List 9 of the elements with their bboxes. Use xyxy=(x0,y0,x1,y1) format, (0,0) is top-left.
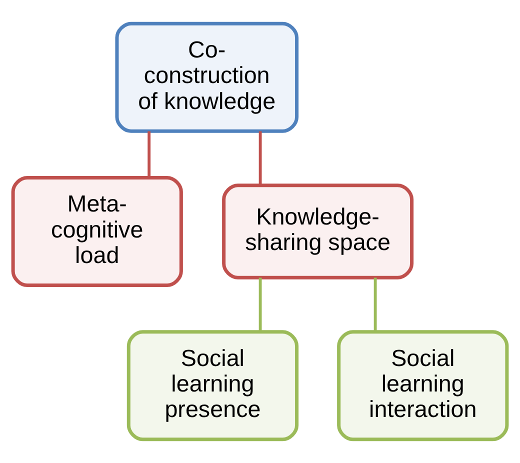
node-box: Co-construction of knowledge xyxy=(115,22,299,133)
connector xyxy=(374,278,377,332)
connector xyxy=(258,278,262,332)
node-box: Social learning interaction xyxy=(337,330,509,442)
node-box: Meta-cognitive load xyxy=(11,176,183,287)
node-box: Knowledge-sharing space xyxy=(222,184,414,280)
connector xyxy=(148,131,151,178)
node-box: Social learning presence xyxy=(126,330,299,442)
connector xyxy=(258,131,262,186)
